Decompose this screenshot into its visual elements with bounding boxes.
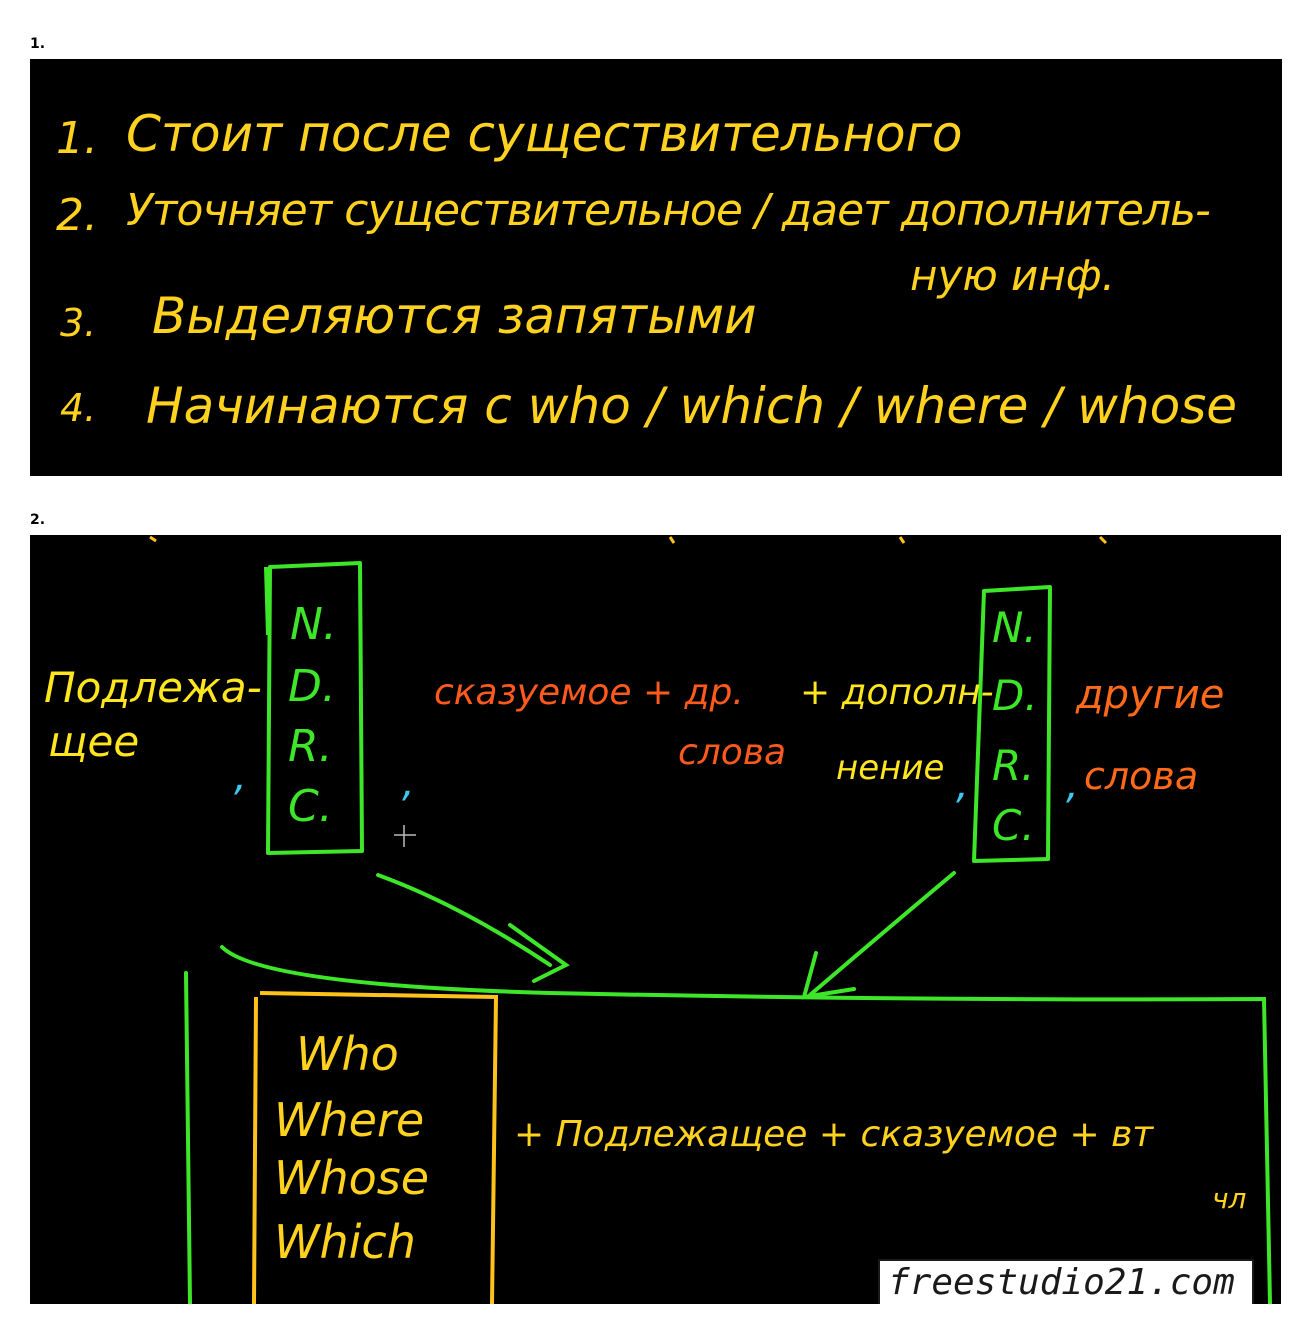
left-ndrc-r: R. xyxy=(288,721,333,772)
object-text-line-1: + дополн- xyxy=(800,672,994,713)
relative-word-where: Where xyxy=(274,1093,425,1147)
line-3-index: 3. xyxy=(60,301,97,345)
image-number-2: 2. xyxy=(30,512,46,528)
right-ndrc-d: D. xyxy=(992,671,1038,720)
relative-word-whose: Whose xyxy=(274,1151,430,1205)
line-4-index: 4. xyxy=(60,386,97,430)
formula-tail: чл xyxy=(1212,1182,1247,1215)
other-words-line-1: другие xyxy=(1076,672,1225,718)
line-2-text: Уточняет существительное / дает дополнит… xyxy=(126,185,1211,236)
diagram-strokes xyxy=(149,535,1272,1304)
line-4-text: Начинаются с who / which / where / whose xyxy=(146,377,1238,435)
predicate-text-line-1: сказуемое + др. xyxy=(434,672,744,713)
relative-word-who: Who xyxy=(296,1027,399,1081)
top-edge-mark xyxy=(149,535,1108,545)
comma-1: , xyxy=(234,754,247,800)
right-ndrc-n: N. xyxy=(992,603,1037,652)
other-words-line-2: слова xyxy=(1084,754,1199,798)
left-arrow xyxy=(376,873,570,983)
line-1-text: Стоит после существительного xyxy=(126,105,963,163)
left-ndrc-n: N. xyxy=(290,599,337,650)
relative-word-which: Which xyxy=(274,1215,416,1269)
watermark-box xyxy=(878,1259,1254,1304)
formula-text: + Подлежащее + сказуемое + вт xyxy=(514,1114,1154,1155)
line-3-text: Выделяются запятыми xyxy=(152,287,757,345)
line-1-index: 1. xyxy=(56,113,98,164)
relative-words-box xyxy=(252,991,499,1304)
blackboard-diagram: Подлежа- щее N. D. R. C. , , , , сказуем… xyxy=(30,535,1281,1304)
blackboard-list: 1. Стоит после существительного 2. Уточн… xyxy=(30,59,1282,476)
left-ndrc-d: D. xyxy=(288,661,336,712)
cursor-cross xyxy=(394,825,416,847)
object-text-line-2: нение xyxy=(836,748,945,788)
left-ndrc-c: C. xyxy=(288,781,333,832)
comma-4: , xyxy=(1066,762,1079,808)
comma-2: , xyxy=(402,760,415,806)
left-ndrc-box xyxy=(264,561,364,855)
right-ndrc-r: R. xyxy=(992,741,1035,790)
line-2-index: 2. xyxy=(56,190,98,241)
watermark-text: freestudio21.com xyxy=(888,1262,1235,1303)
subject-word-line-2: щее xyxy=(48,717,140,766)
image-number-1: 1. xyxy=(30,36,46,52)
big-bracket xyxy=(184,945,1272,1304)
right-ndrc-c: C. xyxy=(992,801,1035,850)
subject-word-line-1: Подлежа- xyxy=(44,663,262,712)
line-2b-text: ную инф. xyxy=(910,251,1116,300)
right-ndrc-box xyxy=(972,585,1052,863)
comma-3: , xyxy=(956,762,969,808)
predicate-text-line-2: слова xyxy=(678,732,787,773)
right-arrow xyxy=(801,871,956,1000)
